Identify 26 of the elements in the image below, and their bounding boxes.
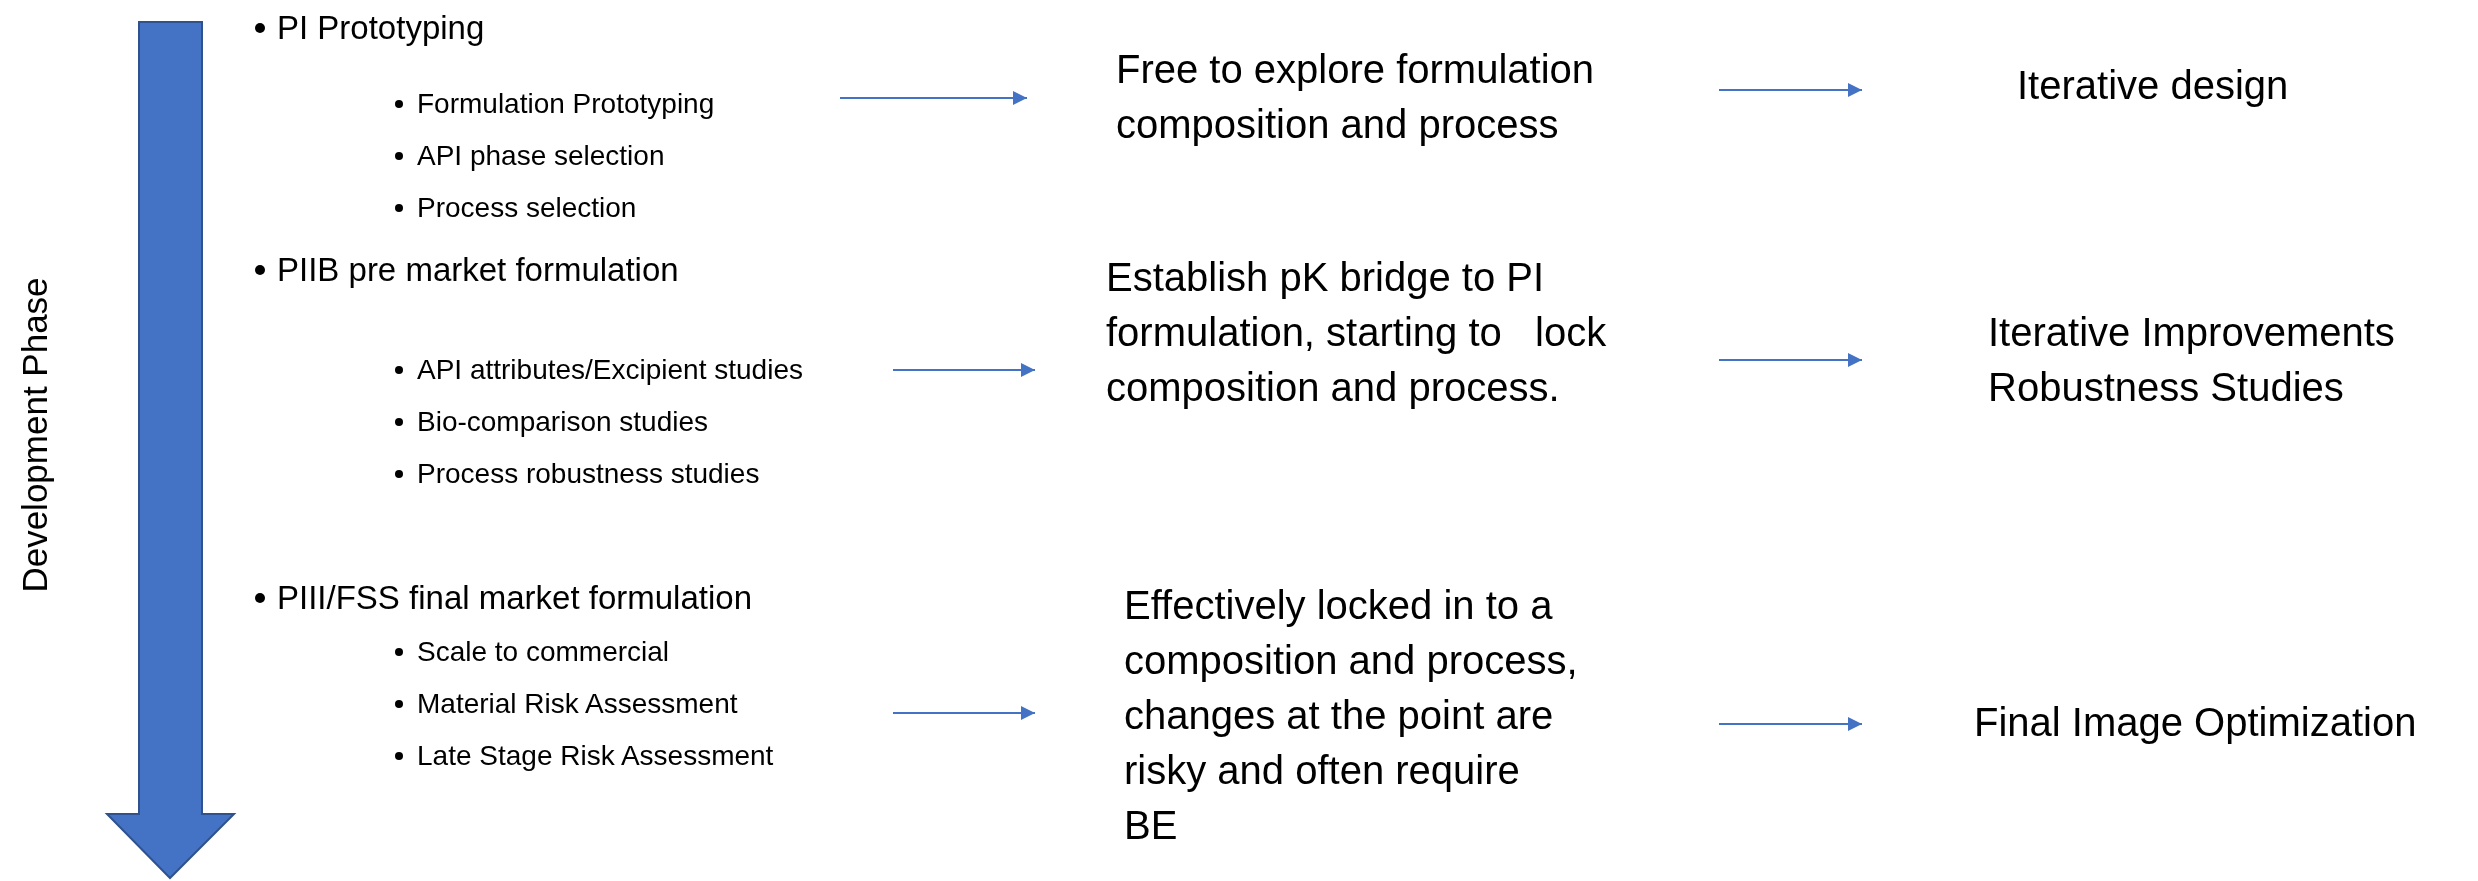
arrow: [839, 91, 1028, 105]
description-text: Robustness Studies: [1988, 364, 2345, 411]
list-heading: PIII/FSS final market formulation: [277, 578, 752, 618]
arrow: [892, 363, 1036, 377]
bullet-item: Process robustness studies: [417, 457, 760, 491]
bullet-item: API phase selection: [417, 139, 665, 173]
list-heading: PIIB pre market formulation: [277, 250, 679, 290]
description-text: Free to explore formulation composition and process: [1116, 46, 1595, 148]
description-text: Final Image Optimization: [1974, 699, 2418, 746]
arrow: [1718, 353, 1863, 367]
bullet-item: Scale to commercial: [417, 635, 670, 669]
arrow: [1718, 717, 1863, 731]
bullet-item: Formulation Prototyping: [417, 87, 715, 121]
list-heading: PI Prototyping: [277, 8, 485, 48]
arrow: [892, 706, 1036, 720]
bullet-item: Process selection: [417, 191, 637, 225]
bullet-item: Late Stage Risk Assessment: [417, 739, 774, 773]
description-text: Iterative design: [2017, 62, 2290, 109]
bullet-item: Material Risk Assessment: [417, 687, 738, 721]
bullet-item: Bio-comparison studies: [417, 405, 709, 439]
arrow: [1718, 83, 1863, 97]
bullet-item: API attributes/Excipient studies: [417, 353, 803, 387]
description-text: Effectively locked in to a composition and process, changes at the point are risky and often require BE: [1124, 582, 1579, 849]
description-text: Establish pK bridge to PI formulation, starting to lock composition and process.: [1106, 254, 1608, 411]
axis-label: Development Phase: [15, 277, 55, 593]
description-text: Iterative Improvements: [1988, 309, 2396, 356]
